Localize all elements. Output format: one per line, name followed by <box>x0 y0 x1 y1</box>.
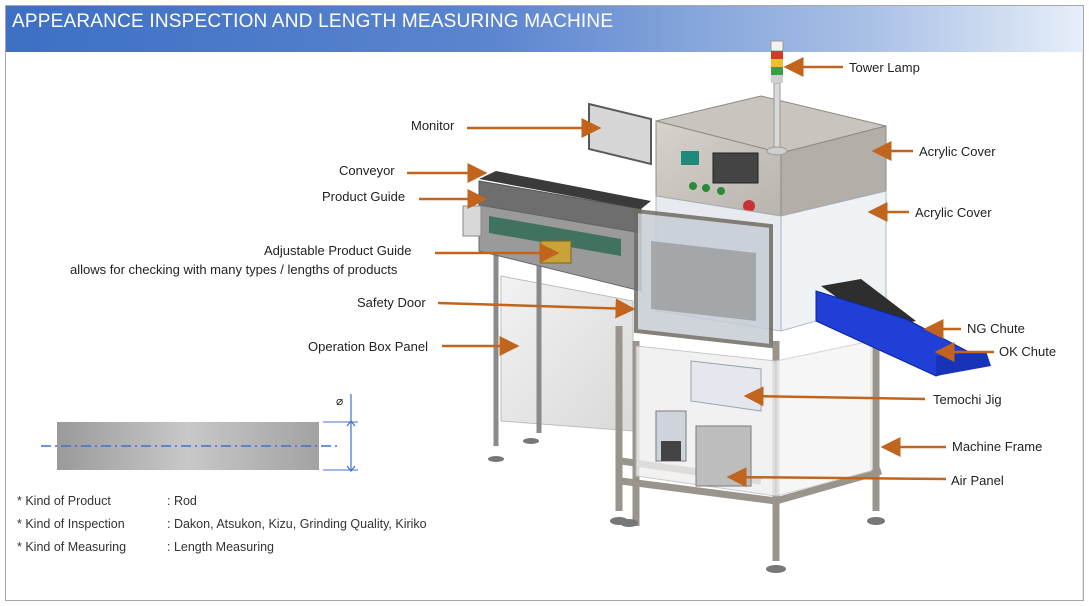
label-operation-box-panel: Operation Box Panel <box>308 339 428 354</box>
tower-lamp-shape <box>766 40 788 156</box>
diameter-symbol: ⌀ <box>336 394 344 408</box>
label-safety-door: Safety Door <box>357 295 426 310</box>
main-cover-shape <box>655 95 887 217</box>
operation-box-panel-shape <box>500 275 634 432</box>
conveyor-legs <box>493 251 542 446</box>
spec-value-measuring: : Length Measuring <box>167 540 275 554</box>
spec-value-inspection: : Dakon, Atsukon, Kizu, Grinding Quality… <box>167 517 427 531</box>
conveyor-shape <box>462 171 651 292</box>
machine-illustration <box>41 40 994 573</box>
label-acrylic-cover-top: Acrylic Cover <box>919 144 996 159</box>
label-ok-chute: OK Chute <box>999 344 1057 359</box>
label-conveyor: Conveyor <box>339 163 395 178</box>
machine-feet <box>610 517 885 573</box>
label-air-panel: Air Panel <box>951 473 1004 488</box>
label-monitor: Monitor <box>411 118 455 133</box>
monitor-shape <box>588 102 652 166</box>
label-product-guide: Product Guide <box>322 189 406 204</box>
label-adjustable-guide-note: allows for checking with many types / le… <box>70 262 398 277</box>
safety-door-shape <box>634 208 773 349</box>
label-ng-chute: NG Chute <box>967 321 1025 336</box>
spec-key-measuring: * Kind of Measuring <box>17 540 127 554</box>
spec-key-product: * Kind of Product <box>17 494 111 508</box>
sheet: APPEARANCE INSPECTION AND LENGTH MEASURI… <box>5 5 1084 601</box>
title-bar: APPEARANCE INSPECTION AND LENGTH MEASURI… <box>6 6 1083 52</box>
spec-value-product: : Rod <box>167 494 197 508</box>
callout-arrows <box>407 57 994 488</box>
label-acrylic-cover-side: Acrylic Cover <box>915 205 992 220</box>
label-tower-lamp: Tower Lamp <box>849 60 920 75</box>
label-machine-frame: Machine Frame <box>952 439 1043 454</box>
rod-diagram <box>41 394 358 472</box>
sheet-gridline <box>1082 6 1083 600</box>
label-temochi-jig: Temochi Jig <box>933 392 1002 407</box>
label-adjustable-product-guide: Adjustable Product Guide <box>264 243 412 258</box>
spec-key-inspection: * Kind of Inspection <box>17 517 125 531</box>
page-title: APPEARANCE INSPECTION AND LENGTH MEASURI… <box>12 11 614 32</box>
